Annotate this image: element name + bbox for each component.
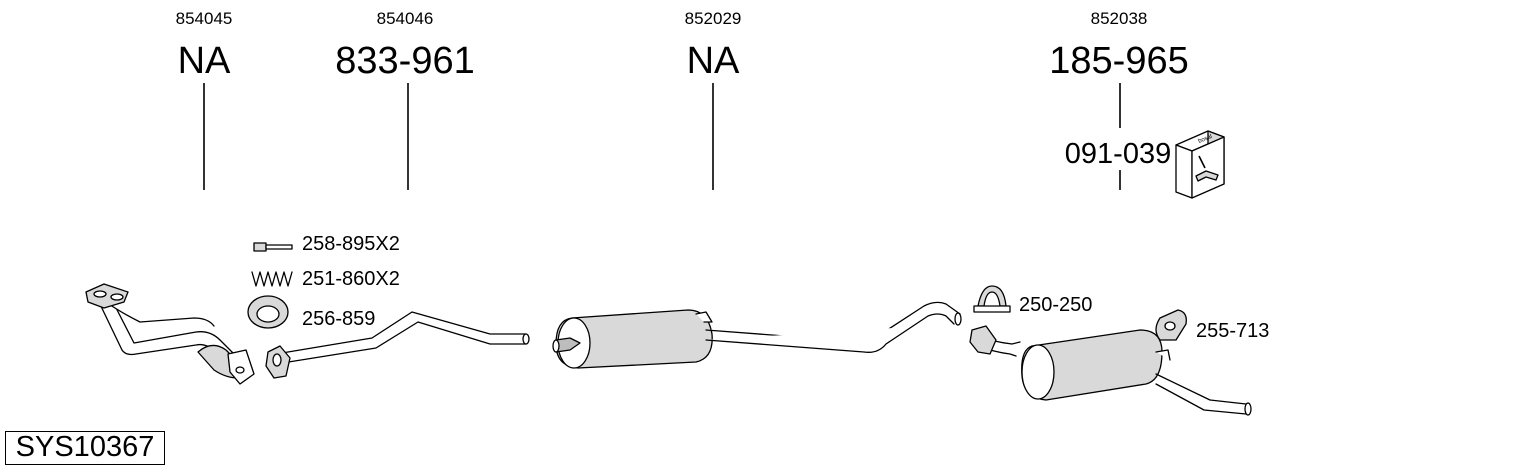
- part-code-2: 833-961: [335, 40, 474, 82]
- part-code-4: 185-965: [1049, 40, 1188, 82]
- accessory-label-2: 251-860X2: [302, 268, 400, 290]
- part-code-3: NA: [687, 40, 740, 82]
- mounting-kit-number: 091-039: [1065, 138, 1171, 170]
- clamp-icon: [973, 285, 1011, 313]
- part-ref-4: 852038: [1091, 9, 1148, 28]
- part-ref-2: 854046: [377, 9, 434, 28]
- box-brand-label: bosal: [1198, 134, 1214, 145]
- accessory-label-3: 256-859: [302, 308, 375, 330]
- front-pipe-part: [85, 283, 255, 385]
- part-code-1: NA: [178, 40, 231, 82]
- accessory-label-4: 250-250: [1019, 294, 1092, 316]
- spring-icon: [251, 271, 293, 287]
- system-code-label: SYS10367: [5, 431, 165, 465]
- part-ref-1: 854045: [176, 9, 233, 28]
- intermediate-pipe-part: [265, 311, 530, 379]
- front-silencer-part: [552, 301, 962, 369]
- part-ref-3: 852029: [685, 9, 742, 28]
- gasket-ring-icon: [247, 295, 289, 329]
- rubber-mount-icon: [1155, 309, 1187, 341]
- rear-silencer-part: [969, 325, 1252, 416]
- mounting-kit-box-icon: bosal: [1175, 130, 1225, 199]
- accessory-label-1: 258-895X2: [302, 233, 400, 255]
- accessory-label-5: 255-713: [1196, 320, 1269, 342]
- bolt-icon: [253, 242, 293, 252]
